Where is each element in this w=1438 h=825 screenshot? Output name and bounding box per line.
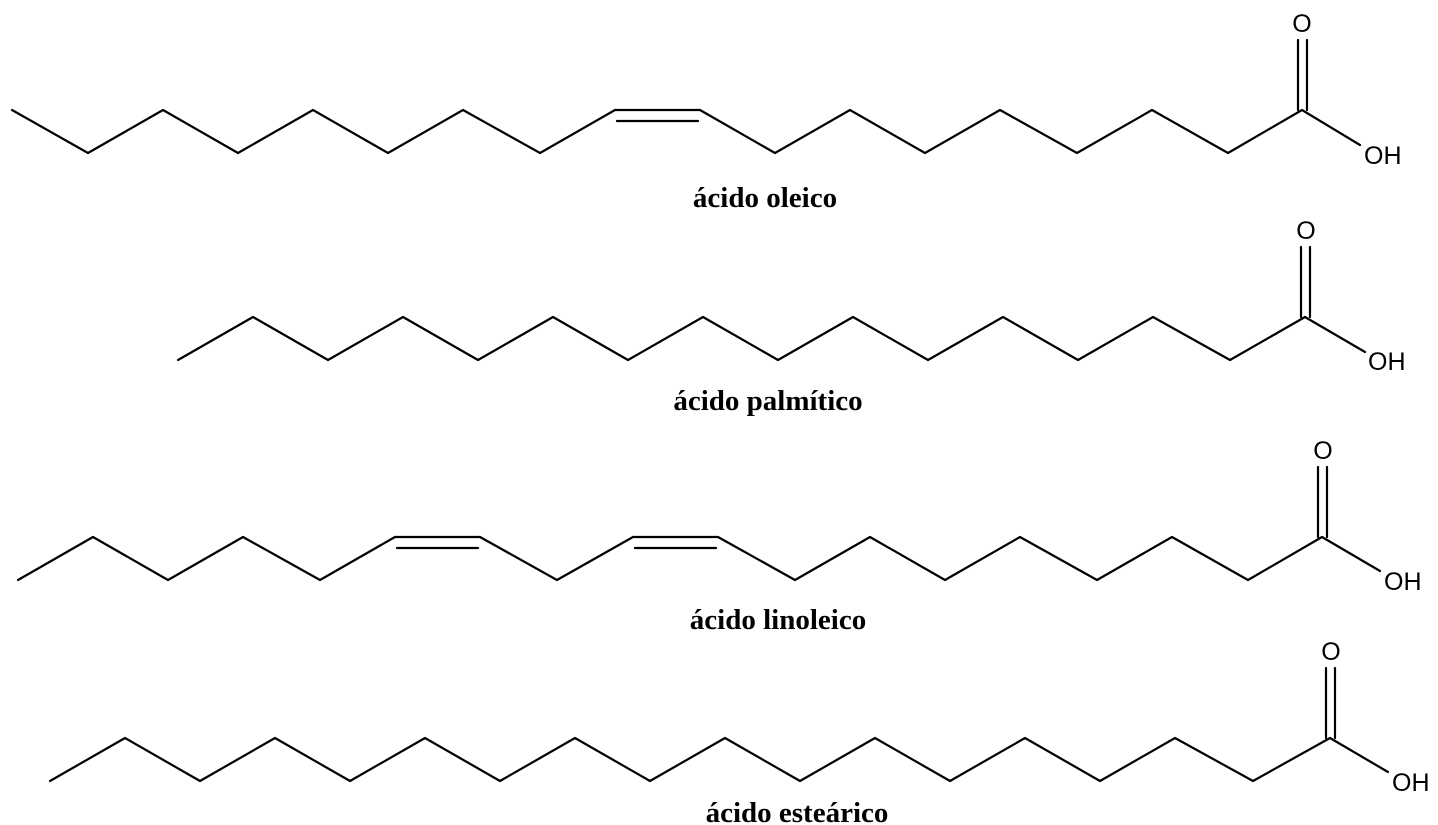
linoleic-hydroxyl-label: OH	[1384, 568, 1422, 596]
palmitic-name-label: ácido palmítico	[673, 385, 862, 417]
oleic-carbon-chain-head	[698, 108, 1362, 155]
molecule-linoleic: O OH ácido linoleico	[16, 437, 1422, 636]
linoleic-carbon-chain-middle	[478, 535, 635, 582]
palmitic-oxygen-label: O	[1296, 217, 1315, 245]
oleic-hydroxyl-label: OH	[1364, 142, 1402, 170]
oleic-oxygen-label: O	[1292, 10, 1311, 38]
stearic-carbon-chain	[48, 736, 1390, 783]
stearic-oxygen-label: O	[1321, 638, 1340, 666]
molecule-stearic: O OH ácido esteárico	[48, 638, 1430, 825]
molecule-palmitic: O OH ácido palmítico	[176, 217, 1406, 417]
linoleic-carbon-chain-head	[716, 535, 1382, 582]
molecule-oleic: O OH ácido oleico	[10, 10, 1402, 214]
palmitic-hydroxyl-label: OH	[1368, 348, 1406, 376]
linoleic-oxygen-label: O	[1313, 437, 1332, 465]
stearic-hydroxyl-label: OH	[1392, 769, 1430, 797]
palmitic-carbon-chain	[176, 315, 1367, 362]
stearic-name-label: ácido esteárico	[706, 797, 889, 825]
linoleic-carbon-chain-tail	[16, 535, 397, 582]
oleic-carbon-chain-tail	[10, 108, 617, 155]
oleic-name-label: ácido oleico	[693, 182, 837, 214]
linoleic-name-label: ácido linoleico	[690, 604, 866, 636]
